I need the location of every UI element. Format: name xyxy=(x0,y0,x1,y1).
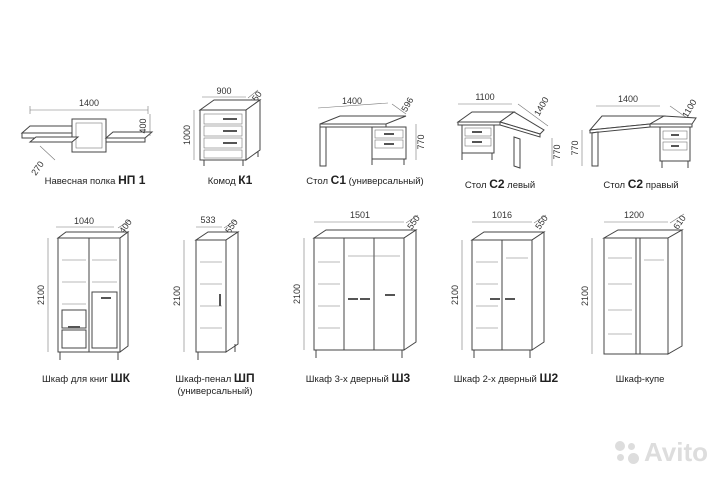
caption-sliding-wardrobe-name: Шкаф-купе xyxy=(615,374,665,385)
caption-c2-right: Стол С2 правый xyxy=(586,178,696,192)
caption-sh3-name: Шкаф 3-х дверный xyxy=(305,374,389,385)
wardrobe-sh3-height: 2100 xyxy=(292,284,302,304)
caption-c2-left: Стол С2 левый xyxy=(450,178,550,192)
desk-c2-right-width: 1400 xyxy=(618,94,638,104)
caption-shp: Шкаф-пенал ШП (универсальный) xyxy=(160,372,270,398)
caption-k1-code: К1 xyxy=(238,173,253,187)
wardrobe-sh3-drawing: 1501 550 2100 xyxy=(292,210,422,358)
desk-c1-height: 770 xyxy=(416,134,426,149)
caption-c1: Стол С1 (универсальный) xyxy=(300,174,430,188)
caption-k1-name: Комод xyxy=(207,176,236,187)
dresser-k1-drawing: 900 550 1000 xyxy=(182,86,264,166)
caption-shk: Шкаф для книг ШК xyxy=(26,372,146,386)
sliding-wardrobe-depth: 610 xyxy=(671,213,688,231)
desk-c1-drawing: 1400 596 770 xyxy=(317,95,426,167)
pencil-case-shp-drawing: 533 550 2100 xyxy=(172,215,240,360)
avito-watermark: Avito xyxy=(614,437,708,468)
dresser-k1-width: 900 xyxy=(216,86,231,96)
caption-c2-left-code: С2 xyxy=(489,177,505,191)
caption-np1-name: Навесная полка xyxy=(44,176,116,187)
avito-logo-icon xyxy=(614,441,641,464)
desk-c1-width: 1400 xyxy=(342,96,362,106)
caption-shp-note: (универсальный) xyxy=(177,386,253,397)
bookcase-shk-drawing: 1040 400 2100 xyxy=(36,216,134,360)
caption-c1-code: С1 xyxy=(330,173,347,187)
desk-c2-right-drawing: 1400 1100 770 xyxy=(570,94,699,168)
caption-k1: Комод К1 xyxy=(190,174,270,188)
desk-c1-depth: 596 xyxy=(399,95,415,113)
avito-watermark-text: Avito xyxy=(643,437,708,467)
wardrobe-sh2-depth: 550 xyxy=(533,213,550,231)
wardrobe-sh2-width: 1016 xyxy=(492,210,512,220)
caption-sh2-name: Шкаф 2-х дверный xyxy=(453,374,537,385)
sliding-wardrobe-drawing: 1200 610 2100 xyxy=(580,210,688,355)
caption-sh2-code: Ш2 xyxy=(539,371,559,385)
shelf-np1-height: 400 xyxy=(138,118,148,133)
desk-c2-left-height: 770 xyxy=(552,144,562,159)
wardrobe-sh3-depth: 550 xyxy=(405,213,422,231)
pencil-case-shp-width: 533 xyxy=(200,215,215,225)
caption-shp-code: ШП xyxy=(233,371,255,385)
desk-c2-right-depth: 1100 xyxy=(680,98,698,120)
sliding-wardrobe-height: 2100 xyxy=(580,286,590,306)
desk-c2-right-height: 770 xyxy=(570,140,580,155)
caption-c2-right-name: Стол xyxy=(603,180,626,191)
caption-sh3: Шкаф 3-х дверный Ш3 xyxy=(298,372,418,386)
caption-shk-name: Шкаф для книг xyxy=(42,374,108,385)
caption-np1-code: НП 1 xyxy=(118,173,146,187)
shelf-np1-drawing: 1400 400 270 xyxy=(20,98,154,177)
caption-np1: Навесная полка НП 1 xyxy=(30,174,160,188)
caption-c2-right-note: правый xyxy=(645,180,679,191)
bookcase-shk-height: 2100 xyxy=(36,285,46,305)
caption-c2-left-name: Стол xyxy=(464,180,487,191)
pencil-case-shp-height: 2100 xyxy=(172,286,182,306)
caption-sh2: Шкаф 2-х дверный Ш2 xyxy=(446,372,566,386)
wardrobe-sh2-height: 2100 xyxy=(450,285,460,305)
caption-sh3-code: Ш3 xyxy=(391,371,411,385)
bookcase-shk-width: 1040 xyxy=(74,216,94,226)
dresser-k1-height: 1000 xyxy=(182,125,192,145)
caption-shk-code: ШК xyxy=(110,371,130,385)
caption-c1-name: Стол xyxy=(306,176,329,187)
desk-c2-left-drawing: 1100 1400 770 xyxy=(456,92,562,169)
desk-c2-left-width: 1100 xyxy=(475,92,494,102)
desk-c2-left-depth: 1400 xyxy=(532,95,551,117)
wardrobe-sh2-drawing: 1016 550 2100 xyxy=(450,210,550,358)
caption-shp-name: Шкаф-пенал xyxy=(175,374,232,385)
sliding-wardrobe-width: 1200 xyxy=(624,210,644,220)
shelf-np1-width: 1400 xyxy=(79,98,99,108)
caption-c2-left-note: левый xyxy=(507,180,536,191)
wardrobe-sh3-width: 1501 xyxy=(350,210,370,220)
caption-sliding-wardrobe: Шкаф-купе xyxy=(600,374,680,386)
caption-c1-note: (универсальный) xyxy=(348,176,424,187)
caption-c2-right-code: С2 xyxy=(627,177,644,191)
